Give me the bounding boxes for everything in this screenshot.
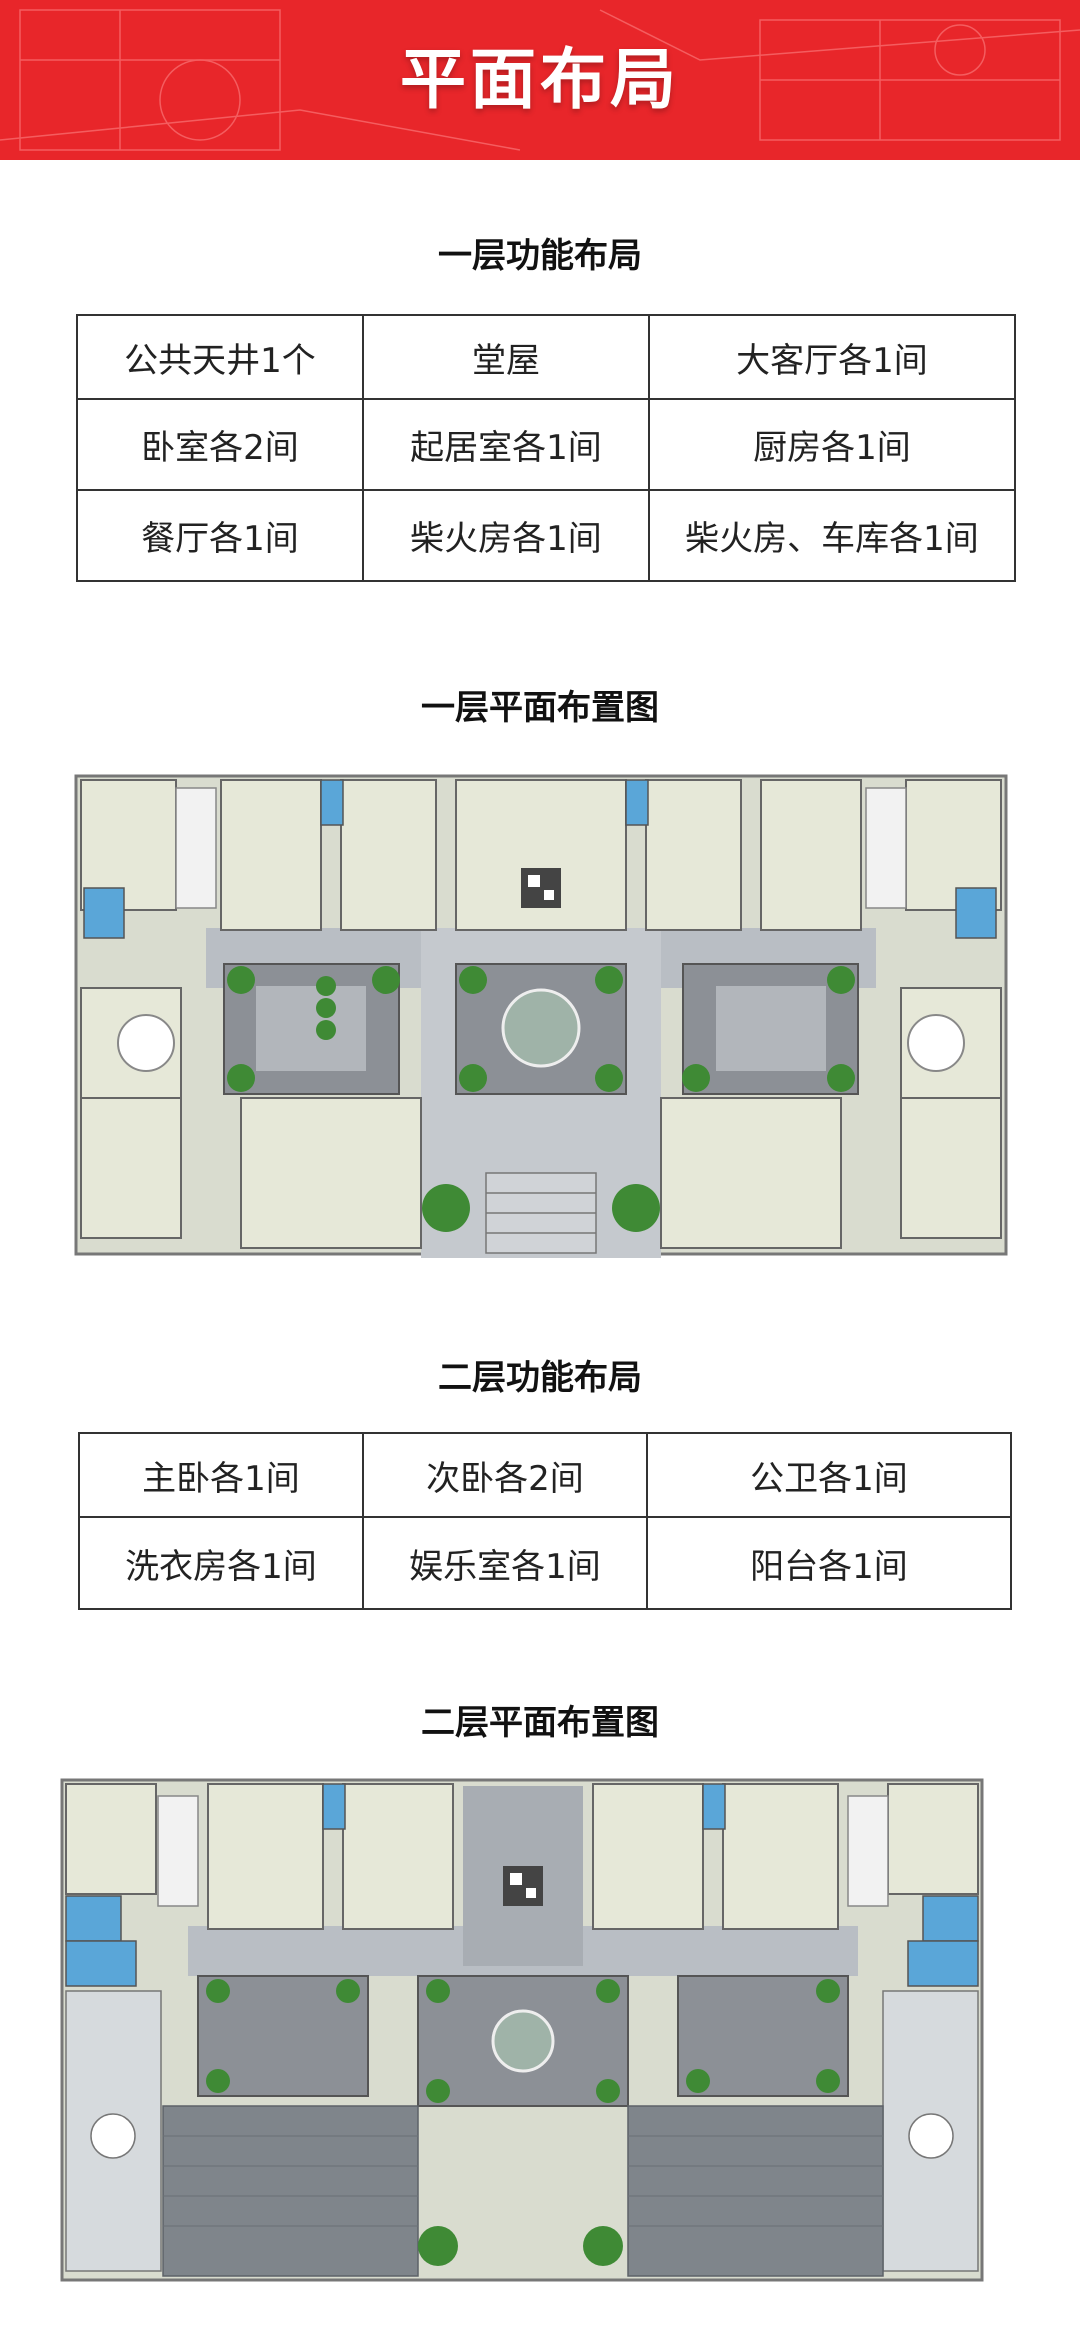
floor2-func-title: 二层功能布局 [438,1358,642,1398]
floor1-plan-image [56,768,1026,1266]
header-banner: 平面布局 [0,0,1080,160]
floor2-plan-image [58,1776,986,2284]
table-cell: 起居室各1间 [362,398,650,491]
table-cell: 洗衣房各1间 [78,1516,364,1610]
table-cell: 餐厅各1间 [76,489,364,582]
floor1-plan-title: 一层平面布置图 [421,688,659,728]
table-cell: 厨房各1间 [648,398,1016,491]
table-cell: 主卧各1间 [78,1432,364,1518]
floor2-plan-title: 二层平面布置图 [421,1703,659,1743]
table-cell: 卧室各2间 [76,398,364,491]
blueprint-pattern [0,9,1080,151]
floor1-func-table: 公共天井1个 堂屋 大客厅各1间 卧室各2间 起居室各1间 厨房各1间 餐厅各1… [76,314,1016,582]
page-title: 平面布局 [400,41,680,118]
table-cell: 公共天井1个 [76,314,364,400]
table-cell: 柴火房、车库各1间 [648,489,1016,582]
table-cell: 堂屋 [362,314,650,400]
table-cell: 次卧各2间 [362,1432,648,1518]
floor2-func-table: 主卧各1间 次卧各2间 公卫各1间 洗衣房各1间 娱乐室各1间 阳台各1间 [78,1432,1012,1610]
table-cell: 公卫各1间 [646,1432,1012,1518]
table-cell: 阳台各1间 [646,1516,1012,1610]
table-cell: 娱乐室各1间 [362,1516,648,1610]
floor1-func-title: 一层功能布局 [438,236,642,276]
table-cell: 柴火房各1间 [362,489,650,582]
table-cell: 大客厅各1间 [648,314,1016,400]
